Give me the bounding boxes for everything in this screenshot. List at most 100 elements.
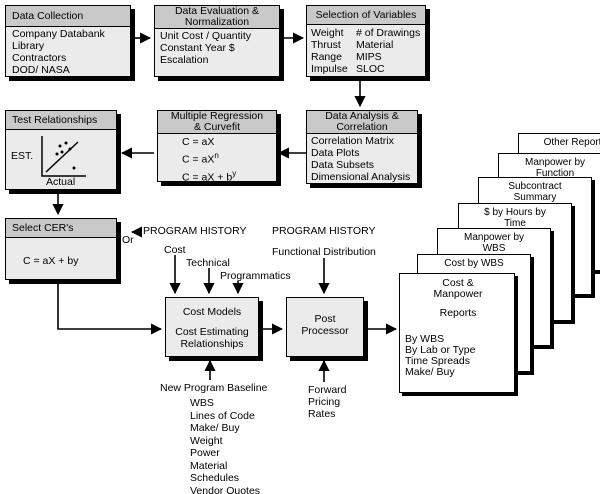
cost-models-subtitle-line2: Relationships: [180, 338, 244, 350]
variable-item: SLOC: [356, 63, 385, 75]
front-report-item: By WBS: [405, 333, 445, 345]
baseline-item: Weight: [190, 434, 223, 447]
selection-variables-col2: # of Drawings Material MIPS SLOC: [356, 27, 420, 75]
history-input-technical: Technical: [186, 257, 230, 269]
baseline-item: Material: [190, 459, 228, 472]
data-collection-header: Data Collection: [5, 5, 131, 27]
forward-pricing-line: Pricing: [308, 396, 341, 408]
cost-models-box: [165, 297, 259, 357]
baseline-item: Lines of Code: [190, 409, 255, 422]
data-collection-item: Contractors: [12, 52, 67, 64]
front-report-item: Make/ Buy: [405, 366, 455, 378]
test-relationships-title: Test Relationships: [12, 113, 98, 126]
selection-of-variables-title: Selection of Variables: [315, 8, 417, 21]
power-equation-base: C = aX: [182, 153, 215, 166]
variable-item: Material: [356, 39, 394, 51]
select-cers-title: Select CER's: [12, 221, 74, 234]
data-analysis-title: Data Analysis & Correlation: [325, 110, 399, 133]
history-input-programmatics: Programmatics: [220, 270, 291, 282]
data-collection-list: Company Databank Library Contractors DOD…: [12, 28, 105, 76]
data-analysis-list: Correlation Matrix Data Plots Data Subse…: [311, 135, 410, 183]
front-report-title-line2: Manpower: [433, 288, 483, 300]
new-program-baseline-heading: New Program Baseline: [160, 382, 268, 394]
regression-equations: C = aX C = aXn C = aX + by: [182, 136, 236, 184]
data-analysis-header: Data Analysis & Correlation: [306, 110, 418, 134]
power-equation-exponent: n: [214, 151, 219, 160]
history-input-cost: Cost: [164, 244, 186, 256]
front-report-subtitle: Reports: [439, 307, 477, 319]
data-analysis-item: Data Plots: [311, 147, 360, 159]
functional-distribution-input: Functional Distribution: [272, 246, 376, 258]
forward-pricing-line: Forward: [308, 384, 347, 396]
regression-equation-offset: C = aX + by: [182, 167, 236, 185]
variable-item: Range: [311, 51, 342, 63]
arrow-cers-to-cost-models: [57, 282, 163, 335]
data-collection-item: Library: [12, 40, 45, 52]
variable-item: MIPS: [356, 51, 382, 63]
variable-item: Thrust: [311, 39, 341, 51]
program-history-heading-left: PROGRAM HISTORY: [143, 225, 247, 237]
front-report-item: By Lab or Type: [405, 344, 476, 356]
baseline-item: Make/ Buy: [190, 422, 240, 434]
regression-equation-linear: C = aX: [182, 136, 215, 148]
front-report-items: By WBS By Lab or Type Time Spreads Make/…: [405, 334, 475, 378]
cost-models-spacer: [165, 318, 259, 326]
selection-variables-col1: Weight Thrust Range Impulse: [311, 27, 348, 75]
front-report-title: Cost & Manpower Reports: [400, 278, 516, 319]
data-evaluation-item: Unit Cost / Quantity: [160, 30, 252, 42]
data-collection-item: Company Databank: [12, 28, 105, 40]
cost-models-title: Cost Models: [182, 306, 242, 318]
data-evaluation-item: Escalation: [160, 54, 209, 66]
cost-models-subtitle-line1: Cost Estimating: [175, 326, 249, 338]
data-collection-item: DOD/ NASA: [12, 64, 70, 76]
post-processor-box: [286, 297, 364, 357]
offset-equation-exponent: y: [232, 168, 237, 178]
data-evaluation-title: Data Evaluation & Normalization: [174, 5, 260, 28]
data-evaluation-item: Constant Year $: [160, 42, 235, 54]
cer-equation: C = aX + by: [23, 255, 79, 267]
report-card-cost-and-manpower: Cost & Manpower Reports By WBS By Lab or…: [399, 273, 515, 393]
variable-item: Weight: [311, 27, 344, 39]
multiple-regression-header: Multiple Regression & Curvefit: [157, 110, 277, 134]
front-report-item: Time Spreads: [405, 355, 470, 367]
report-card-title: Cost by WBS: [444, 258, 504, 269]
selection-of-variables-header: Selection of Variables: [306, 5, 426, 25]
data-evaluation-list: Unit Cost / Quantity Constant Year $ Esc…: [160, 30, 251, 66]
est-axis-label: EST.: [11, 150, 34, 162]
post-processor-text: Post Processor: [286, 313, 364, 337]
data-analysis-item: Dimensional Analysis: [311, 171, 411, 183]
front-report-title-line1: Cost &: [442, 277, 474, 289]
data-evaluation-header: Data Evaluation & Normalization: [154, 5, 280, 29]
data-collection-title: Data Collection: [12, 9, 84, 22]
post-processor-line1: Post: [314, 313, 336, 325]
forward-pricing-line: Rates: [308, 408, 336, 420]
regression-equation-power: C = aXn: [182, 149, 236, 167]
actual-axis-label: Actual: [46, 176, 76, 188]
data-analysis-item: Correlation Matrix: [311, 135, 394, 147]
baseline-item: Power: [190, 447, 220, 459]
baseline-item: Vendor Quotes: [190, 484, 261, 494]
select-cers-header: Select CER's: [5, 218, 117, 238]
post-processor-line2: Processor: [301, 325, 349, 337]
report-card-title: Manpower by WBS: [463, 232, 525, 254]
variable-item: # of Drawings: [356, 27, 421, 39]
report-card-title: Other Reports: [543, 137, 600, 148]
or-label: Or: [122, 234, 134, 246]
report-card-title: $ by Hours by Time: [484, 207, 546, 229]
scatter-plot-icon: [41, 136, 86, 177]
baseline-item: WBS: [190, 397, 214, 409]
program-history-heading-right: PROGRAM HISTORY: [272, 225, 376, 237]
baseline-item-list: WBS Lines of Code Make/ Buy Weight Power…: [190, 397, 260, 494]
test-relationships-header: Test Relationships: [5, 110, 117, 130]
report-card-title: Manpower by Function: [524, 157, 586, 179]
cost-models-text: Cost Models Cost Estimating Relationship…: [165, 306, 259, 350]
offset-equation-base: C = aX + b: [182, 171, 233, 183]
report-card-title: Subcontract Summary: [508, 181, 562, 203]
variable-item: Impulse: [311, 63, 348, 75]
multiple-regression-title: Multiple Regression & Curvefit: [170, 110, 264, 133]
forward-pricing-rates: Forward Pricing Rates: [308, 384, 347, 420]
baseline-item: Schedules: [190, 472, 240, 484]
data-analysis-item: Data Subsets: [311, 159, 375, 171]
